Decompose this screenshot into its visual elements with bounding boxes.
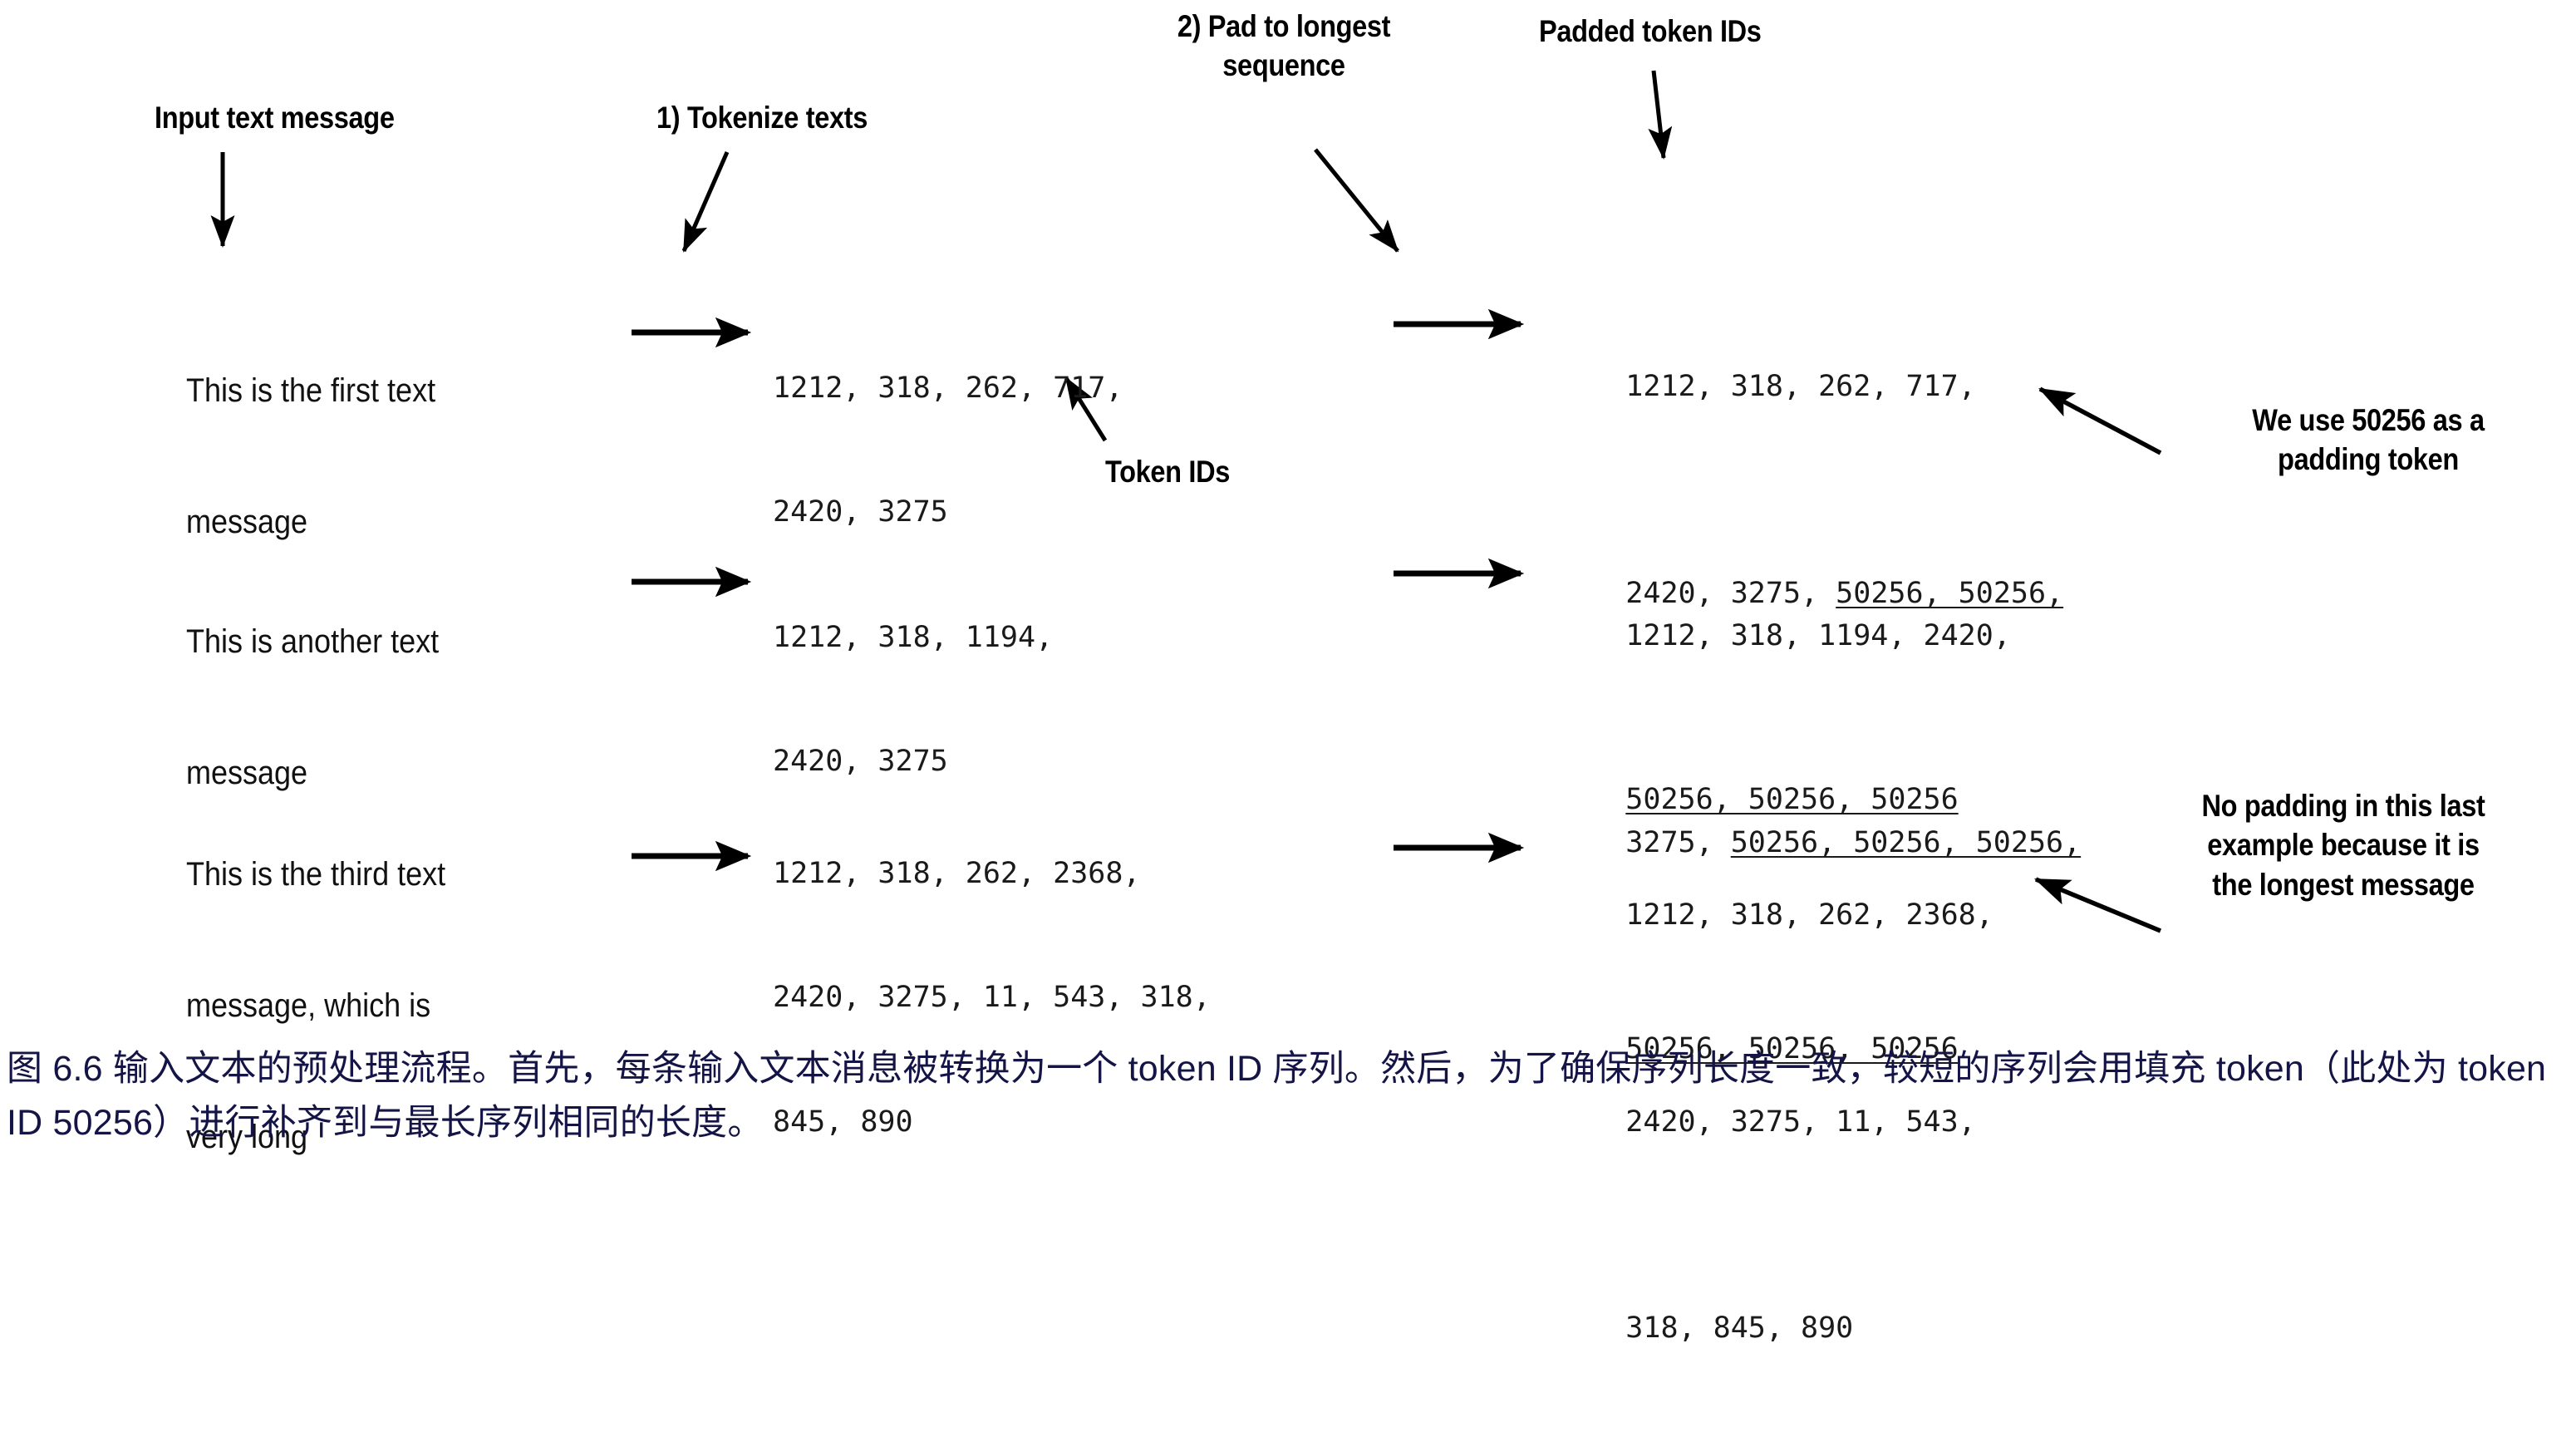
- token-ids-row-3-line-2: 2420, 3275, 11, 543, 318,: [773, 981, 1211, 1015]
- header-pad-line-1: 2) Pad to longest: [1177, 9, 1391, 43]
- no-padding-note-line-3: the longest message: [2212, 867, 2475, 902]
- header-padded-token-ids: Padded token IDs: [1539, 14, 1762, 48]
- arrow-padded-token-ids: [1648, 70, 1673, 160]
- no-padding-note-line-2: example because it is: [2207, 828, 2480, 863]
- seg-padding: 50256, 50256, 50256: [1625, 1031, 1959, 1065]
- padded-token-ids-row-2: 1212, 318, 1194, 2420, 3275, 50256, 5025…: [1556, 492, 2081, 1153]
- message-row-1-line-1: This is the first text: [186, 372, 436, 409]
- annotation-no-padding-note: No padding in this last example because …: [2127, 786, 2559, 904]
- message-row-3-line-1: This is the third text: [186, 855, 446, 893]
- header-pad-to-longest-sequence: 2) Pad to longest sequence: [1105, 7, 1463, 86]
- annotation-padding-token-note: We use 50256 as a padding token: [2185, 401, 2551, 480]
- padded-row-3-line-1: 1212, 318, 262, 2368,: [1556, 854, 1993, 977]
- seg: 1212, 318, 1194, 2420,: [1625, 619, 2011, 653]
- token-ids-row-3-line-1: 1212, 318, 262, 2368,: [773, 857, 1141, 891]
- token-ids-row-1-line-2: 2420, 3275: [773, 495, 948, 529]
- token-ids-row-3-line-3: 845, 890: [773, 1105, 913, 1139]
- padded-row-2-line-1: 1212, 318, 1194, 2420,: [1556, 574, 2081, 698]
- token-ids-row-1: 1212, 318, 262, 717, 2420, 3275: [773, 286, 1123, 575]
- seg: 3275,: [1625, 825, 1731, 859]
- message-row-1-line-2: message: [186, 503, 308, 540]
- token-ids-row-2-line-2: 2420, 3275: [773, 745, 948, 779]
- padded-row-3-line-3: 318, 845, 890: [1556, 1267, 1993, 1390]
- padding-note-line-1: We use 50256 as a: [2252, 403, 2485, 437]
- padded-row-1-line-3: 50256, 50256, 50256: [1556, 738, 2063, 862]
- no-padding-note-line-1: No padding in this last: [2201, 789, 2485, 823]
- seg-padding: 50256, 50256, 50256: [1625, 782, 1959, 816]
- seg: 1212, 318, 262, 717,: [1625, 370, 1976, 404]
- padded-row-2-line-2: 3275, 50256, 50256, 50256,: [1556, 781, 2081, 905]
- padded-row-1-line-2: 2420, 3275, 50256, 50256,: [1556, 532, 2063, 656]
- message-row-3-line-3: very long: [186, 1119, 308, 1156]
- seg: 1212, 318, 262, 2368,: [1625, 898, 1993, 933]
- seg: 2420, 3275, 11, 543,: [1625, 1105, 1976, 1139]
- message-row-2-line-1: This is another text: [186, 623, 440, 660]
- header-token-ids: Token IDs: [1105, 455, 1231, 489]
- token-ids-row-2-line-1: 1212, 318, 1194,: [773, 621, 1054, 655]
- figure-caption: 图 6.6 输入文本的预处理流程。首先，每条输入文本消息被转换为一个 token…: [7, 1049, 2547, 1144]
- message-row-3-line-2: message, which is: [186, 987, 431, 1024]
- padded-row-1-line-1: 1212, 318, 262, 717,: [1556, 325, 2063, 449]
- seg: 318, 845, 890: [1625, 1311, 1854, 1345]
- message-row-2-line-2: message: [186, 754, 308, 791]
- header-input-text-message: Input text message: [155, 101, 395, 135]
- message-row-1: This is the first text message: [186, 281, 435, 588]
- message-row-3: This is the third text message, which is…: [186, 765, 445, 1203]
- seg: 2420, 3275,: [1625, 576, 1836, 610]
- arrow-pad-to-longest: [1314, 148, 1399, 253]
- token-ids-row-2: 1212, 318, 1194, 2420, 3275: [773, 535, 1053, 824]
- seg-padding: 50256, 50256, 50256,: [1730, 825, 2082, 859]
- seg-padding: 50256, 50256,: [1836, 576, 2064, 610]
- token-ids-row-3: 1212, 318, 262, 2368, 2420, 3275, 11, 54…: [773, 771, 1211, 1184]
- message-row-2: This is another text message: [186, 532, 439, 839]
- header-tokenize-texts: 1) Tokenize texts: [656, 101, 868, 135]
- padded-token-ids-row-1: 1212, 318, 262, 717, 2420, 3275, 50256, …: [1556, 243, 2063, 903]
- arrow-tokenize-texts: [681, 150, 730, 253]
- token-ids-row-1-line-1: 1212, 318, 262, 717,: [773, 372, 1123, 406]
- header-pad-line-2: sequence: [1222, 48, 1345, 83]
- padded-row-2-line-3: 50256, 50256, 50256: [1556, 987, 2081, 1111]
- padding-note-line-2: padding token: [2278, 442, 2459, 477]
- padded-row-3-line-2: 2420, 3275, 11, 543,: [1556, 1060, 1993, 1184]
